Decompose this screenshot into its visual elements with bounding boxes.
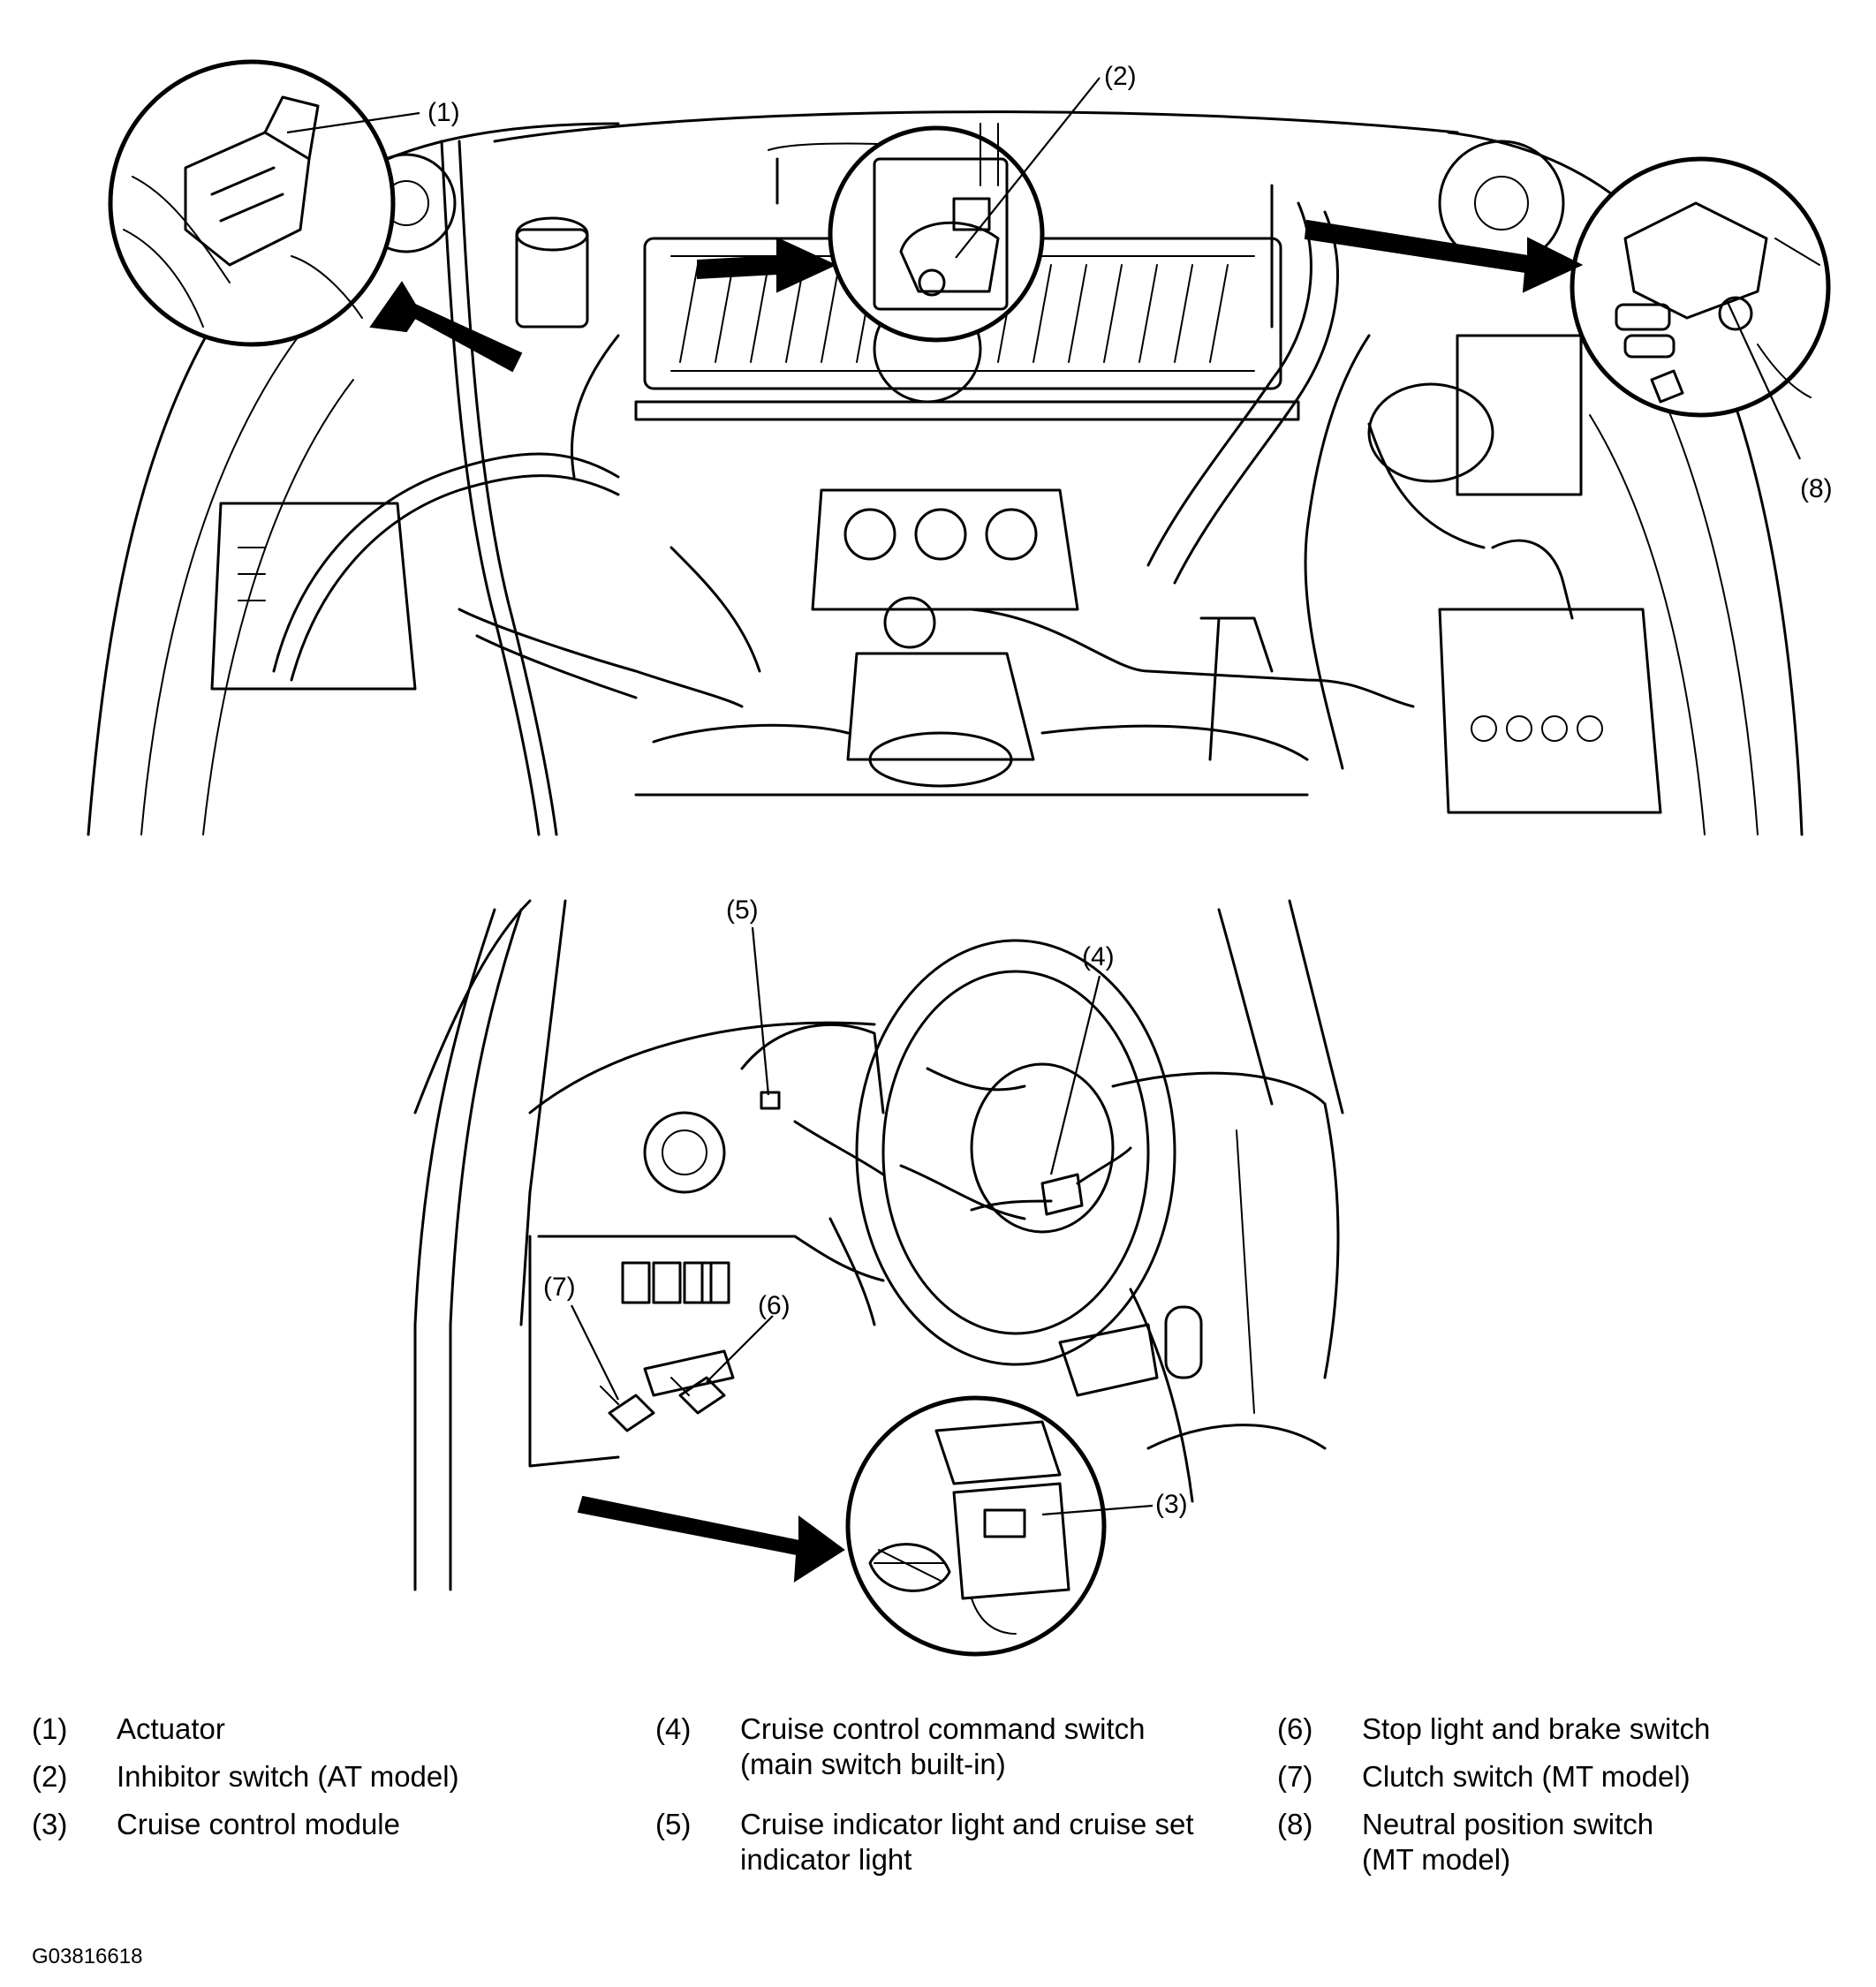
detail-circle-actuator bbox=[108, 59, 420, 347]
arrow-to-module-detail bbox=[577, 1495, 845, 1583]
detail-circle-cruise-control-module bbox=[845, 1395, 1154, 1657]
legend-label: Cruise control module bbox=[117, 1808, 400, 1840]
callout-6: (6) bbox=[758, 1291, 790, 1320]
leader-5 bbox=[751, 926, 770, 1096]
legend-label: Actuator bbox=[117, 1712, 225, 1745]
legend-label: Cruise indicator light and cruise set in… bbox=[740, 1808, 1194, 1876]
detail-circle-inhibitor-switch bbox=[828, 77, 1101, 343]
engine-compartment-illustration bbox=[87, 110, 1804, 836]
legend-label: Clutch switch (MT model) bbox=[1362, 1760, 1691, 1793]
callout-1: (1) bbox=[427, 98, 460, 127]
arrow-to-inhibitor-detail bbox=[697, 237, 837, 293]
interior-dashboard-illustration bbox=[413, 899, 1344, 1591]
callout-4: (4) bbox=[1082, 942, 1115, 971]
legend-item-7: (7) Clutch switch (MT model) bbox=[1277, 1759, 1772, 1794]
legend-number: (4) bbox=[655, 1712, 692, 1745]
legend-number: (1) bbox=[32, 1712, 68, 1745]
legend-item-1: (1) Actuator bbox=[32, 1711, 225, 1747]
callout-8: (8) bbox=[1800, 474, 1833, 503]
callout-2: (2) bbox=[1104, 62, 1137, 91]
callout-7: (7) bbox=[543, 1273, 576, 1302]
legend-item-3: (3) Cruise control module bbox=[32, 1807, 400, 1842]
legend-item-5: (5) Cruise indicator light and cruise se… bbox=[655, 1807, 1203, 1877]
legend-item-8: (8) Neutral position switch (MT model) bbox=[1277, 1807, 1683, 1877]
legend-item-6: (6) Stop light and brake switch bbox=[1277, 1711, 1772, 1747]
legend: (1) Actuator (2) Inhibitor switch (AT mo… bbox=[0, 1711, 1876, 1923]
legend-number: (8) bbox=[1277, 1808, 1313, 1840]
figure-code: G03816618 bbox=[32, 1945, 143, 1968]
legend-item-4: (4) Cruise control command switch (main … bbox=[655, 1711, 1203, 1782]
legend-item-2: (2) Inhibitor switch (AT model) bbox=[32, 1759, 459, 1794]
legend-label: Cruise control command switch (main swit… bbox=[740, 1712, 1146, 1780]
legend-label: Stop light and brake switch bbox=[1362, 1712, 1711, 1745]
leader-7 bbox=[571, 1304, 619, 1401]
arrow-to-actuator-detail bbox=[369, 281, 523, 373]
legend-number: (5) bbox=[655, 1808, 692, 1840]
legend-number: (6) bbox=[1277, 1712, 1313, 1745]
legend-number: (2) bbox=[32, 1760, 68, 1793]
legend-number: (3) bbox=[32, 1808, 68, 1840]
leader-4 bbox=[1049, 975, 1101, 1175]
callout-5: (5) bbox=[726, 895, 759, 925]
leader-6 bbox=[706, 1315, 774, 1383]
legend-label: Neutral position switch (MT model) bbox=[1362, 1808, 1654, 1876]
detail-circle-neutral-position-switch bbox=[1570, 156, 1831, 460]
legend-number: (7) bbox=[1277, 1760, 1313, 1793]
arrow-to-neutral-switch-detail bbox=[1304, 219, 1584, 293]
callout-3: (3) bbox=[1155, 1490, 1188, 1519]
legend-label: Inhibitor switch (AT model) bbox=[117, 1760, 459, 1793]
